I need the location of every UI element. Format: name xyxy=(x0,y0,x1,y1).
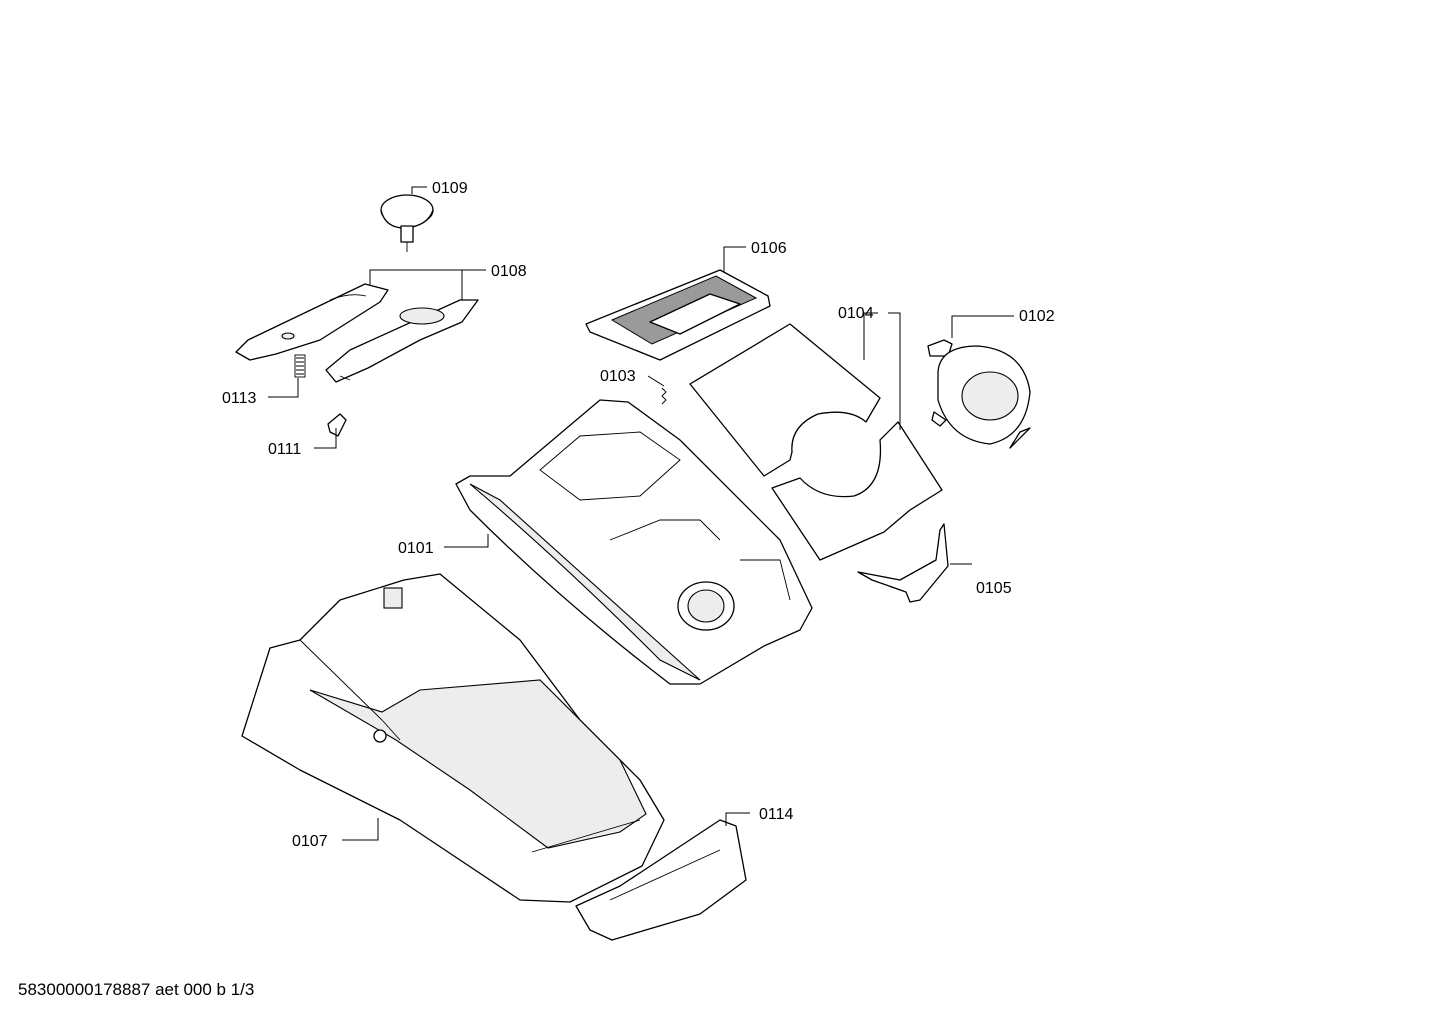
document-id: 58300000178887 aet 000 b 1/3 xyxy=(18,980,255,999)
label-0111: 0111 xyxy=(268,441,301,458)
part-0104-filter-sheet-upper xyxy=(689,323,881,477)
part-0103-spring xyxy=(661,387,667,405)
part-0105-bracket xyxy=(857,523,949,603)
part-0102-ring xyxy=(927,339,1031,449)
label-0101: 0101 xyxy=(398,540,434,557)
label-0108: 0108 xyxy=(491,263,527,280)
part-0101-bag-compartment xyxy=(455,399,813,685)
part-0108-clip-cover-right xyxy=(325,299,479,383)
label-0114: 0114 xyxy=(759,806,794,823)
label-0113: 0113 xyxy=(222,390,257,407)
label-0102: 0102 xyxy=(1019,308,1055,325)
part-labels: 0109 0108 0113 0111 0106 0103 0104 0102 … xyxy=(222,180,1055,850)
label-0106: 0106 xyxy=(751,240,787,257)
part-0113-spring xyxy=(294,354,306,378)
label-0104: 0104 xyxy=(838,305,874,322)
label-0103: 0103 xyxy=(600,368,636,385)
part-0104-filter-sheet-lower xyxy=(771,421,943,561)
part-0106-grille xyxy=(585,269,771,361)
label-0107: 0107 xyxy=(292,833,328,850)
label-0109: 0109 xyxy=(432,180,468,197)
part-0109-knob xyxy=(380,194,434,252)
leader-lines xyxy=(268,186,1014,841)
part-0114-front-cover xyxy=(575,819,747,941)
part-0111-latch xyxy=(327,413,347,437)
part-0107-housing xyxy=(241,573,665,903)
label-0105: 0105 xyxy=(976,580,1012,597)
part-0108-clip-cover-left xyxy=(235,283,389,361)
